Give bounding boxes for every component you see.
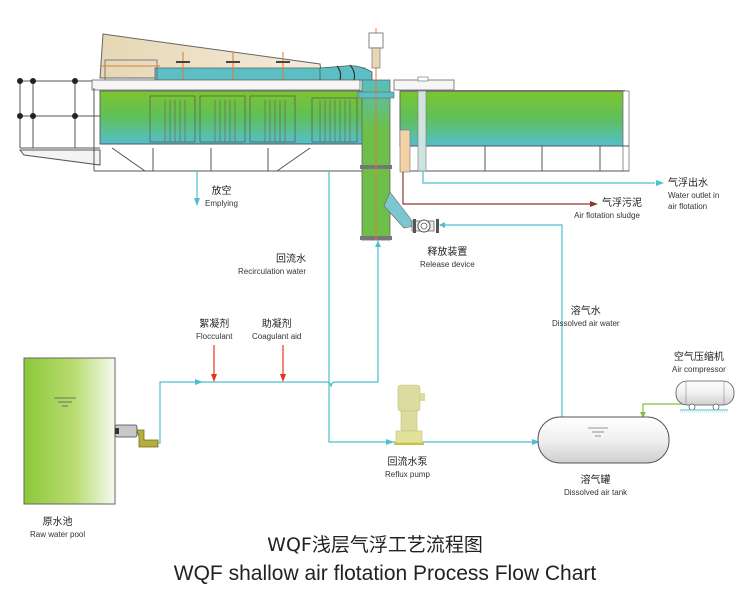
label-raw-pool-zh: 原水池	[42, 517, 73, 528]
label-release-device-zh: 释放装置	[427, 247, 468, 258]
sludge-line	[402, 172, 590, 205]
reflux-pump	[394, 384, 425, 445]
label-raw-pool-en: Raw water pool	[30, 530, 86, 539]
label-release-device-en: Release device	[420, 260, 475, 269]
arrow-sludge	[590, 201, 598, 207]
water-level-icon	[54, 397, 76, 407]
label-dissolved-water-en: Dissolved air water	[552, 319, 620, 328]
label-recirculation-zh: 回流水	[276, 254, 307, 265]
label-emptying-zh: 放空	[211, 186, 232, 197]
label-dissolved-tank-en: Dissolved air tank	[564, 488, 628, 497]
arrowheads	[194, 180, 664, 445]
left-support-frame	[17, 78, 101, 166]
central-column	[357, 28, 455, 241]
bottom-frame	[93, 88, 629, 172]
label-emptying: 放空 Emplying	[205, 185, 238, 209]
label-water-outlet: 气浮出水 Water outlet in air flotation	[668, 177, 719, 212]
label-flocculant-zh: 絮凝剂	[199, 319, 230, 330]
label-flocculant-en: Flocculant	[196, 332, 233, 341]
label-release-device: 释放装置 Release device	[420, 246, 475, 270]
label-reflux-pump-en: Reflux pump	[385, 470, 430, 479]
label-sludge-en: Air flotation sludge	[574, 211, 640, 220]
arrow-pump-inlet	[386, 439, 394, 445]
arrow-feed	[195, 379, 203, 385]
label-dissolved-water: 溶气水 Dissolved air water	[552, 305, 620, 329]
flow-lines	[158, 171, 655, 444]
arrow-tank-inlet	[532, 439, 540, 445]
label-compressor-zh: 空气压缩机	[673, 352, 724, 363]
title-english: WQF shallow air flotation Process Flow C…	[173, 562, 597, 585]
label-coagulant-en: Coagulant aid	[252, 332, 302, 341]
compressed-air-line	[642, 403, 696, 414]
label-water-outlet-zh: 气浮出水	[668, 178, 708, 189]
flotation-unit	[17, 28, 630, 241]
label-recirculation: 回流水 Recirculation water	[238, 253, 306, 277]
baffle-packs	[149, 95, 358, 143]
arrow-air	[640, 412, 646, 418]
dissolved-air-water-line	[440, 224, 563, 420]
recirculation-line	[328, 171, 538, 443]
arrow-emptying	[194, 198, 200, 206]
arrow-column-inlet	[375, 241, 381, 247]
label-water-outlet-en1: Water outlet in	[668, 191, 720, 200]
feed-pump	[114, 424, 159, 448]
arrow-water-outlet	[656, 180, 664, 186]
release-device	[411, 219, 439, 233]
dissolved-air-tank	[537, 416, 670, 464]
label-flocculant: 絮凝剂 Flocculant	[196, 318, 232, 342]
air-compressor	[675, 380, 735, 413]
label-water-outlet-en2: air flotation	[668, 202, 708, 211]
flotation-tank-right	[399, 90, 624, 147]
water-outlet-line	[422, 171, 655, 184]
label-sludge-zh: 气浮污泥	[602, 198, 642, 209]
title-chinese: WQF浅层气浮工艺流程图	[267, 534, 483, 556]
label-raw-pool: 原水池 Raw water pool	[30, 516, 85, 540]
dosing-arrows	[213, 345, 284, 378]
label-dissolved-water-zh: 溶气水	[570, 306, 601, 317]
label-emptying-en: Emplying	[205, 199, 238, 208]
label-sludge: 气浮污泥 Air flotation sludge	[572, 197, 642, 221]
label-coagulant-zh: 助凝剂	[261, 319, 292, 330]
raw-water-line	[158, 240, 379, 444]
label-dissolved-tank-zh: 溶气罐	[580, 475, 611, 486]
label-dissolved-tank: 溶气罐 Dissolved air tank	[564, 474, 627, 498]
flotation-tank-left	[99, 90, 367, 145]
label-reflux-pump: 回流水泵 Reflux pump	[385, 456, 430, 480]
label-compressor-en: Air compressor	[672, 365, 726, 374]
arrow-release	[439, 222, 445, 228]
raw-water-pool	[23, 357, 159, 505]
label-recirculation-en: Recirculation water	[238, 267, 307, 276]
label-coagulant: 助凝剂 Coagulant aid	[252, 318, 301, 342]
label-reflux-pump-zh: 回流水泵	[387, 457, 428, 468]
label-compressor: 空气压缩机 Air compressor	[672, 351, 726, 375]
deck	[91, 79, 361, 91]
